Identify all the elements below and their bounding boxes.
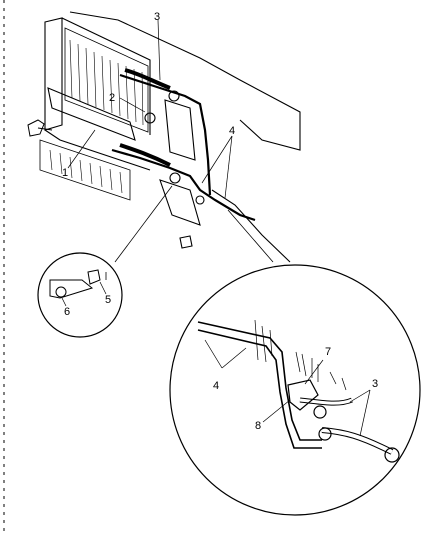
cooler-line-lower [111,148,256,222]
detail-fitting [287,379,319,411]
clamp-upper [168,90,180,102]
main-assembly [27,11,301,263]
grille-slots [49,149,123,194]
lower-grille [39,139,131,201]
callout-1: 1 [62,167,68,179]
callout-4-top: 4 [229,125,235,137]
detail-body-lines [254,319,347,391]
callout-7: 7 [325,346,331,358]
radiator-bottom [44,129,151,171]
detail-hose-inner [321,428,393,454]
detail-clamp-2 [318,427,332,441]
callout-3-top: 3 [154,11,160,23]
small-fitting [87,269,101,285]
detail-tube-a [197,321,322,441]
callout-5: 5 [105,294,111,306]
hose-lower [119,143,171,167]
radiator-core [64,27,149,133]
callout-2: 2 [109,92,115,104]
radiator-frame [44,17,63,131]
leaders-main [67,19,233,199]
callout-8: 8 [255,420,261,432]
body-panel [69,11,301,151]
callout-3-detail: 3 [372,378,378,390]
hose-upper [124,68,171,90]
detail-circle-large [169,264,421,516]
small-clip [179,235,193,249]
detail-circle-small [37,252,123,338]
radiator-side [61,17,151,135]
callout-4-detail: 4 [213,380,219,392]
detail-clamp-1 [313,405,327,419]
clamp-fitting [195,195,205,205]
clamp-mid [144,112,156,124]
lower-tank [47,87,136,141]
body-panel-lower [211,189,291,263]
detail-leader-large [227,209,274,263]
small-nut [55,286,67,298]
bracket-lower [159,179,201,226]
bracket-plate [164,99,196,161]
detail-leader-small [114,185,173,263]
small-bracket [49,279,94,299]
radiator-fins [69,39,144,126]
detail-end-cap [384,447,400,463]
detail-tube-b [197,329,322,449]
cooler-line-upper [119,73,212,196]
callout-6: 6 [64,306,70,318]
clamp-lower [169,172,181,184]
